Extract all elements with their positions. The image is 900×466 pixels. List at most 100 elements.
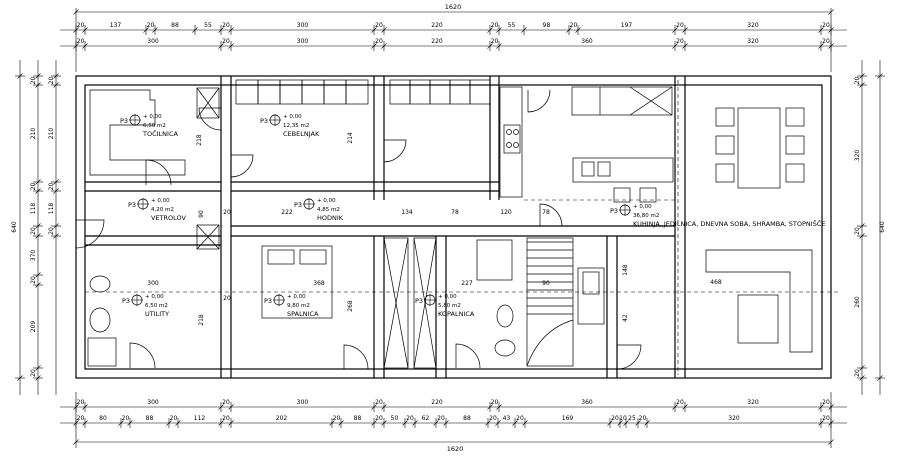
dimension-value: 20 bbox=[854, 227, 861, 235]
dimension-value: 20 bbox=[491, 22, 499, 29]
inner-wall-line bbox=[84, 84, 823, 370]
room-code: P3 bbox=[264, 297, 272, 305]
interior-dimension: 42 bbox=[622, 314, 629, 322]
dimension-value: 20 bbox=[30, 77, 37, 85]
room-level: + 0,00 bbox=[283, 114, 302, 120]
dimension-value: 137 bbox=[110, 22, 122, 29]
storage-unit bbox=[345, 79, 369, 105]
dimension-value: 20 bbox=[222, 38, 230, 45]
dimension-value: 169 bbox=[562, 415, 574, 422]
bar-counter bbox=[89, 89, 186, 176]
dimension-value: 20 bbox=[222, 399, 230, 406]
kitchen-counter bbox=[499, 86, 523, 198]
room-area: 12,35 m2 bbox=[283, 123, 309, 129]
dimension-value: 20 bbox=[122, 415, 130, 422]
dimension-value: 62 bbox=[422, 415, 430, 422]
dimension-value: 320 bbox=[747, 399, 759, 406]
dimension-value: 43 bbox=[503, 415, 511, 422]
appliance-column bbox=[577, 267, 605, 325]
room-name: UTILITY bbox=[145, 310, 169, 318]
dimension-value: 220 bbox=[431, 38, 443, 45]
dimension-value: 20 bbox=[333, 415, 341, 422]
burner bbox=[513, 129, 519, 135]
toilet bbox=[496, 304, 514, 328]
dimension-value: 20 bbox=[222, 415, 230, 422]
dining-chair bbox=[785, 163, 805, 183]
dining-chair bbox=[785, 135, 805, 155]
dimension-value: 20 bbox=[170, 415, 178, 422]
dimension-value: 88 bbox=[463, 415, 471, 422]
sink-basin bbox=[581, 161, 595, 177]
dimension-value: 25 bbox=[628, 415, 636, 422]
dimension-value: 20 bbox=[489, 415, 497, 422]
door-swing bbox=[455, 343, 481, 369]
dimension-value: 20 bbox=[676, 22, 684, 29]
room-name: CEBELNJAK bbox=[283, 130, 320, 138]
interior-dimension: 268 bbox=[347, 300, 354, 312]
interior-dimension: 148 bbox=[622, 264, 629, 276]
room-level: + 0,00 bbox=[145, 294, 164, 300]
room-level: + 0,00 bbox=[287, 294, 306, 300]
dimension-value: 88 bbox=[146, 415, 154, 422]
room-level: + 0,00 bbox=[151, 198, 170, 204]
sink-basin bbox=[597, 161, 611, 177]
burner bbox=[506, 142, 512, 148]
dimension-value: 260 bbox=[854, 296, 861, 308]
storage-unit bbox=[469, 79, 491, 105]
dimension-value: 20 bbox=[222, 22, 230, 29]
shaft-box bbox=[196, 224, 220, 250]
dimension-value: 20 bbox=[30, 369, 37, 377]
room-code: P3 bbox=[415, 297, 423, 305]
dimension-value: 118 bbox=[48, 203, 55, 215]
door-swing bbox=[343, 344, 369, 370]
door-swing bbox=[539, 203, 563, 227]
dining-chair bbox=[715, 163, 735, 183]
dimension-value: 118 bbox=[30, 203, 37, 215]
door-swing bbox=[129, 342, 156, 369]
storage-unit bbox=[257, 79, 281, 105]
washbasin bbox=[494, 339, 516, 357]
shaft-cross bbox=[196, 87, 220, 119]
dimension-value: 20 bbox=[77, 38, 85, 45]
storage-unit bbox=[279, 79, 303, 105]
dimension-value: 640 bbox=[11, 221, 18, 233]
shaft-cross bbox=[196, 224, 220, 250]
dimension-value: 55 bbox=[508, 22, 516, 29]
dimension-value: 20 bbox=[48, 77, 55, 85]
dimension-value: 20 bbox=[147, 22, 155, 29]
appliance bbox=[582, 271, 600, 295]
dimension-value: 20 bbox=[375, 22, 383, 29]
shaft-box bbox=[196, 87, 220, 119]
dimension-value: 20 bbox=[48, 183, 55, 191]
dimension-value: 20 bbox=[77, 399, 85, 406]
room-code: P3 bbox=[610, 207, 618, 215]
dimension-value: 20 bbox=[822, 399, 830, 406]
dimension-value: 20 bbox=[822, 38, 830, 45]
dimension-value: 20 bbox=[77, 22, 85, 29]
interior-dimension: 78 bbox=[542, 209, 550, 216]
storage-unit bbox=[301, 79, 325, 105]
storage-unit bbox=[235, 79, 259, 105]
total-width-top: 1620 bbox=[445, 3, 462, 11]
appliance-cross bbox=[629, 86, 673, 116]
coffee-table bbox=[737, 294, 779, 344]
dimension-value: 55 bbox=[204, 22, 212, 29]
dimension-value: 300 bbox=[297, 22, 309, 29]
room-code: P3 bbox=[294, 201, 302, 209]
interior-dimension: 20 bbox=[223, 295, 231, 302]
interior-dimension: 218 bbox=[198, 314, 205, 326]
dimension-value: 20 bbox=[854, 77, 861, 85]
room-level: + 0,00 bbox=[438, 294, 457, 300]
dimension-value: 112 bbox=[194, 415, 206, 422]
room-area: 4,20 m2 bbox=[151, 207, 174, 213]
room-code: P3 bbox=[260, 117, 268, 125]
room-name: KOPALNICA bbox=[438, 310, 475, 318]
dimension-value: 80 bbox=[99, 415, 107, 422]
dimension-value: 210 bbox=[30, 128, 37, 140]
